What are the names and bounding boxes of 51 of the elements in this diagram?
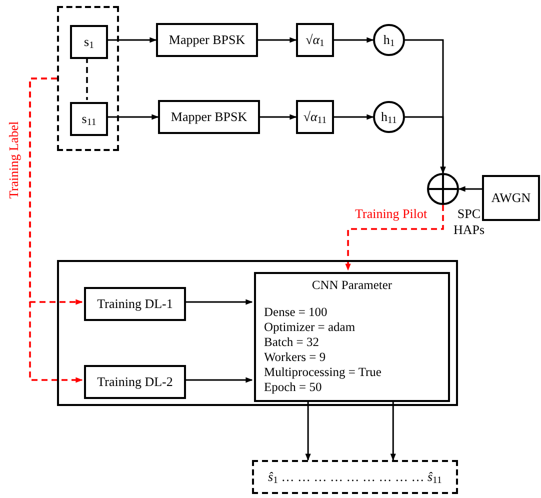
node-label: Training DL-2 xyxy=(97,374,173,390)
node-label: AWGN xyxy=(491,190,531,206)
connector-line xyxy=(86,57,88,100)
node-label: s$_{1}$ xyxy=(84,34,94,50)
dashed-group-box xyxy=(57,6,119,151)
adder-circle xyxy=(427,173,459,205)
source-box xyxy=(70,25,108,59)
node-label: Training DL-1 xyxy=(97,296,173,312)
output-box xyxy=(252,460,458,494)
mapper-box xyxy=(158,100,260,134)
arrow xyxy=(258,37,297,43)
arrow xyxy=(29,78,83,383)
arrow xyxy=(458,186,482,192)
training-box xyxy=(84,365,186,399)
arrow xyxy=(405,116,446,174)
node-label: √α$_{11}$ xyxy=(303,109,327,125)
arrow xyxy=(260,114,297,120)
node-label: s$_{11}$ xyxy=(82,111,96,127)
arrow xyxy=(305,400,311,461)
node-label: √α$_{1}$ xyxy=(306,32,324,48)
node-heading: CNN Parameter xyxy=(310,278,394,293)
node-label: h$_{1}$ xyxy=(383,32,395,48)
arrow xyxy=(334,37,374,43)
training-box xyxy=(84,287,186,321)
arrow xyxy=(334,114,374,120)
edge-label: Training Pilot xyxy=(355,206,428,222)
parameter-line: Multiprocessing = True xyxy=(264,365,382,380)
parameter-line: Workers = 9 xyxy=(264,350,327,365)
mapper-box xyxy=(156,23,258,57)
power-box xyxy=(296,23,334,57)
arrow xyxy=(106,37,157,43)
arrow xyxy=(345,205,444,271)
arrow xyxy=(184,299,253,305)
source-box xyxy=(70,102,108,136)
power-box xyxy=(296,100,334,134)
node-label: h$_{11}$ xyxy=(381,109,397,125)
arrow xyxy=(390,400,396,461)
parameter-line: Batch = 32 xyxy=(264,335,320,350)
node-label: Mapper BPSK xyxy=(168,32,246,48)
edge-label: Training Label xyxy=(6,120,22,200)
outer-box xyxy=(57,260,458,406)
node-caption: SPC HAPs xyxy=(452,206,486,238)
node-label: ŝ$_{1}$ … … … … … … … … … ŝ$_{11}$ xyxy=(268,469,442,485)
noise-box xyxy=(482,175,540,221)
parameter-line: Dense = 100 xyxy=(264,305,328,320)
parameter-box xyxy=(254,272,450,402)
parameter-line: Epoch = 50 xyxy=(264,380,323,395)
arrow xyxy=(106,114,159,120)
parameter-line: Optimizer = adam xyxy=(264,320,356,335)
arrow xyxy=(184,377,253,383)
node-label: Mapper BPSK xyxy=(170,109,248,125)
